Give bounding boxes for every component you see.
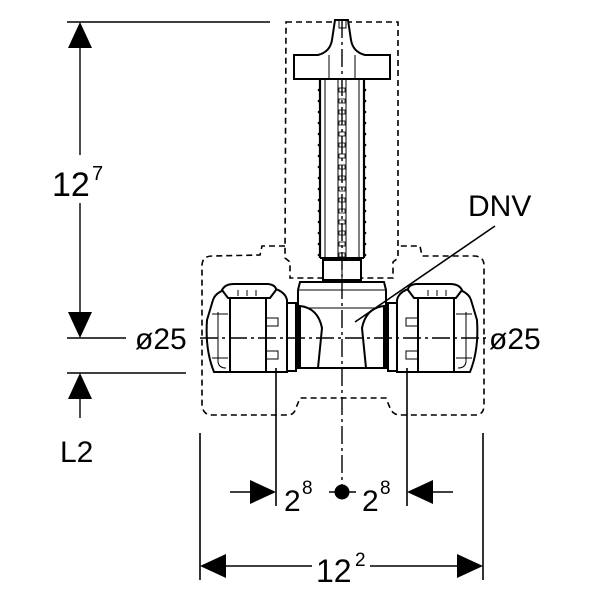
spindle-notch	[317, 198, 321, 202]
spindle-notch	[317, 88, 321, 92]
spindle-tooth	[338, 153, 346, 159]
spindle-notch	[317, 121, 321, 125]
offset-right-superscript: 8	[380, 478, 391, 499]
spindle-notch	[317, 242, 321, 246]
spindle-notch	[317, 253, 321, 257]
flange-left	[286, 302, 297, 372]
spindle-notch	[317, 165, 321, 169]
spindle-notch	[317, 110, 321, 114]
arrow-left-icon	[407, 480, 433, 504]
spindle-notch	[363, 209, 367, 213]
center-point-icon	[334, 484, 350, 500]
offset-left-label: 2	[284, 485, 301, 518]
height-main-label: 12	[52, 166, 90, 204]
spindle-notch	[363, 110, 367, 114]
spindle-notch	[363, 143, 367, 147]
spindle-notch	[363, 132, 367, 136]
spindle-notch	[363, 88, 367, 92]
coupling-left	[205, 283, 288, 373]
spindle-envelope	[284, 21, 399, 279]
spindle-notch	[317, 187, 321, 191]
spindle-notch	[363, 253, 367, 257]
arrow-left-icon	[200, 554, 226, 578]
spindle-notch	[317, 220, 321, 224]
width-total-superscript: 2	[355, 550, 366, 571]
spindle-notch	[363, 154, 367, 158]
arrow-down-icon	[68, 312, 92, 338]
spindle-notch	[317, 154, 321, 158]
spindle-notch	[363, 176, 367, 180]
spindle-notch	[363, 198, 367, 202]
spindle-notch	[363, 187, 367, 191]
body-envelope	[201, 245, 485, 416]
spindle-notch	[363, 121, 367, 125]
offset-left-superscript: 8	[302, 478, 313, 499]
l2-label: L2	[60, 436, 93, 469]
arrow-up-icon	[68, 373, 92, 399]
spindle-notch	[363, 220, 367, 224]
arrow-right-icon	[457, 554, 483, 578]
spindle-notch	[363, 242, 367, 246]
height-main-superscript: 7	[92, 163, 103, 185]
spindle-notch	[317, 209, 321, 213]
diameter-left-label: ø25	[135, 323, 187, 356]
dnv-leader-line	[354, 225, 496, 323]
spindle-notch	[317, 176, 321, 180]
dnv-label: DNV	[468, 190, 531, 223]
spindle-tooth	[338, 131, 346, 137]
arrow-up-icon	[68, 22, 92, 48]
width-total-label: 12	[316, 553, 352, 589]
spindle-notch	[317, 132, 321, 136]
spindle-notch	[363, 99, 367, 103]
coupling-right	[396, 283, 479, 373]
offset-right-label: 2	[362, 485, 379, 518]
spindle-notch	[363, 165, 367, 169]
diameter-right-label: ø25	[489, 323, 541, 356]
spindle-notch	[317, 99, 321, 103]
spindle-notch	[363, 231, 367, 235]
arrow-right-icon	[250, 480, 276, 504]
spindle-notch	[317, 231, 321, 235]
spindle-notch	[317, 143, 321, 147]
flange-right	[387, 302, 398, 372]
